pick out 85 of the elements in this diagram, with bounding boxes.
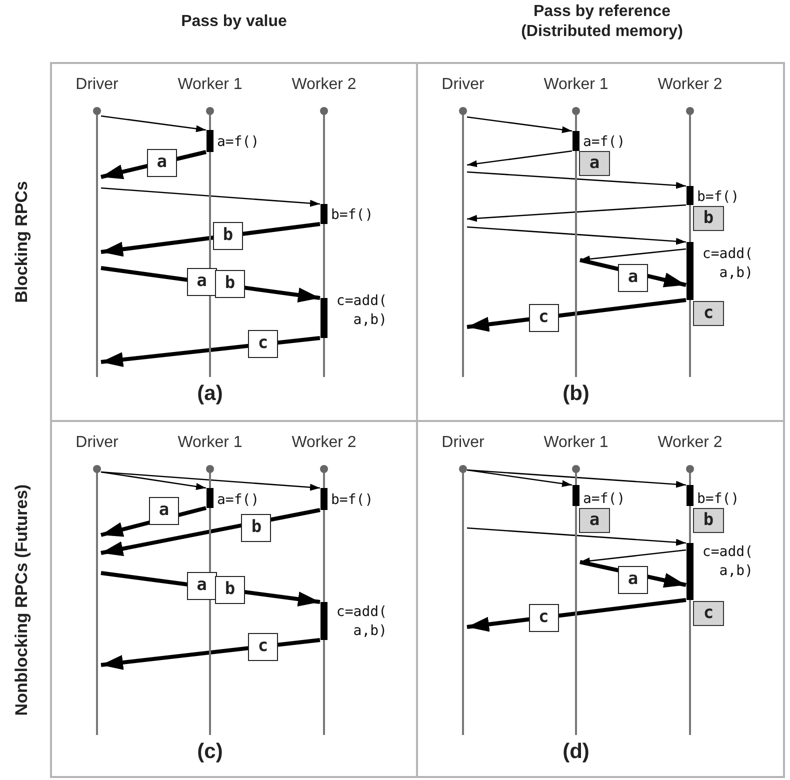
lifeline-label: Worker 2	[658, 76, 722, 94]
arrow	[466, 116, 572, 134]
edge-label: b	[213, 222, 244, 250]
code-label: c=add( a,b)	[335, 292, 387, 330]
value-tag: b	[215, 270, 245, 298]
arrow	[466, 469, 686, 488]
arrow	[466, 150, 572, 168]
lifeline	[93, 107, 101, 377]
lifeline	[206, 107, 214, 377]
panel	[416, 62, 785, 422]
arrow	[100, 471, 206, 490]
arrow	[100, 336, 320, 368]
edge-label: a	[618, 264, 648, 292]
panel	[50, 420, 418, 778]
panel-caption: (a)	[197, 382, 223, 406]
lifeline	[572, 107, 580, 377]
row-heading: Blocking RPCs	[12, 181, 32, 303]
edge-label: c	[248, 330, 278, 358]
edge-label: b	[241, 514, 272, 542]
arrow	[100, 187, 320, 207]
arrow	[100, 508, 320, 556]
code-label: a=f()	[217, 491, 260, 510]
lifeline	[320, 107, 328, 377]
arrow	[100, 115, 206, 132]
code-label: c=add( a,b)	[335, 603, 387, 641]
lifeline-label: Worker 2	[658, 434, 722, 452]
panel	[416, 420, 785, 778]
panel-caption: (d)	[562, 740, 590, 764]
row-heading: Nonblocking RPCs (Futures)	[12, 484, 32, 716]
code-label: b=f()	[331, 206, 374, 225]
value-tag: b	[215, 576, 245, 604]
arrow	[100, 471, 320, 491]
stored-value-box: a	[579, 508, 610, 533]
code-label: a=f()	[583, 490, 626, 509]
column-heading: Pass by value	[180, 12, 288, 32]
lifeline	[320, 465, 328, 735]
stored-value-box: b	[693, 508, 724, 533]
lifeline	[686, 465, 694, 735]
lifeline-label: Worker 1	[544, 434, 608, 452]
lifeline-label: Driver	[76, 76, 118, 94]
panel-caption: (b)	[562, 382, 590, 406]
lifeline-label: Worker 1	[178, 76, 242, 94]
column-heading: Pass by reference (Distributed memory)	[520, 2, 684, 42]
lifeline	[93, 465, 101, 735]
edge-label: a	[146, 148, 177, 176]
code-label: c=add( a,b)	[701, 543, 753, 581]
edge-label: a	[618, 566, 648, 594]
lifeline	[459, 465, 467, 735]
lifeline-label: Worker 1	[544, 76, 608, 94]
arrow	[100, 638, 320, 670]
arrow	[466, 226, 686, 245]
lifeline-label: Driver	[442, 434, 484, 452]
code-label: b=f()	[697, 188, 740, 207]
lifeline	[686, 107, 694, 377]
edge-label: a	[149, 496, 179, 525]
arrow	[466, 298, 686, 332]
arrow	[466, 171, 686, 189]
stored-value-box: c	[693, 601, 724, 626]
arrow	[466, 469, 572, 488]
edge-label: c	[248, 632, 278, 660]
stored-value-box: a	[579, 151, 610, 176]
stored-value-box: c	[693, 301, 724, 326]
code-label: b=f()	[331, 491, 374, 510]
edge-label: c	[528, 604, 559, 632]
panel	[50, 62, 418, 422]
code-label: a=f()	[217, 133, 260, 152]
lifeline-label: Driver	[442, 76, 484, 94]
arrow	[466, 204, 686, 222]
lifeline-label: Driver	[76, 434, 118, 452]
stored-value-box: b	[693, 206, 724, 231]
code-label: a=f()	[583, 133, 626, 152]
panel-caption: (c)	[197, 740, 223, 764]
code-label: b=f()	[697, 490, 740, 509]
lifeline-label: Worker 1	[178, 434, 242, 452]
edge-label: a	[186, 268, 217, 296]
edge-label: c	[528, 304, 559, 332]
edge-label: a	[186, 572, 217, 600]
lifeline-label: Worker 2	[292, 434, 356, 452]
lifeline	[459, 107, 467, 377]
lifeline	[572, 465, 580, 735]
arrow	[466, 527, 686, 546]
lifeline	[206, 465, 214, 735]
lifeline-label: Worker 2	[292, 76, 356, 94]
arrow	[466, 598, 686, 632]
code-label: c=add( a,b)	[701, 245, 753, 283]
